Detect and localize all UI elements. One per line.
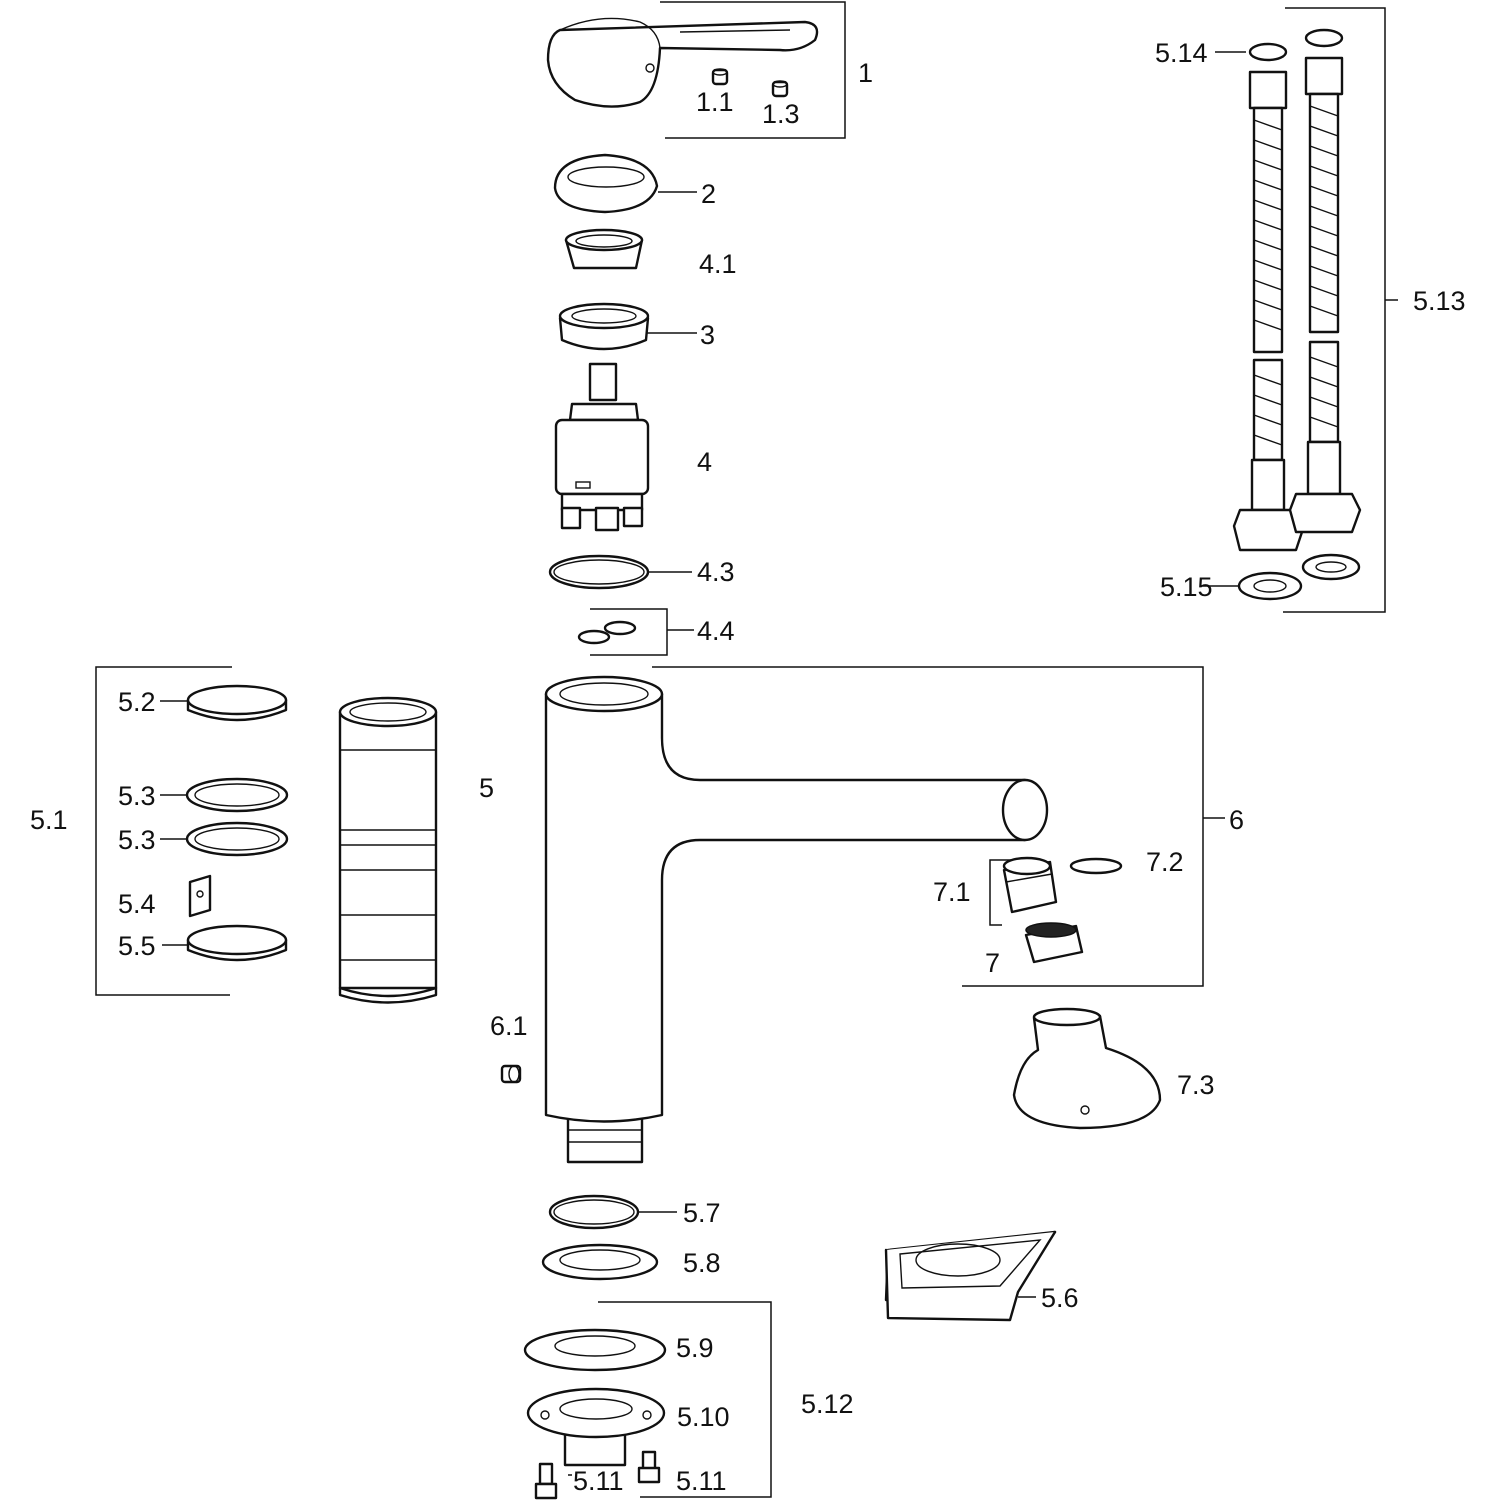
label-5: 5 — [479, 773, 494, 803]
label-5-11a: 5.11 — [573, 1466, 624, 1496]
washer-5-8 — [541, 1243, 659, 1281]
label-5-7: 5.7 — [683, 1198, 721, 1228]
label-5-5: 5.5 — [118, 931, 156, 961]
label-5-1: 5.1 — [30, 805, 68, 835]
nut-3 — [558, 302, 650, 351]
label-7-1: 7.1 — [933, 877, 971, 907]
hose-right — [1288, 28, 1362, 581]
aerator-7-1 — [1002, 856, 1058, 914]
bracket-7-1 — [989, 859, 1020, 926]
label-5-14: 5.14 — [1155, 38, 1208, 68]
label-5-8: 5.8 — [683, 1248, 721, 1278]
sleeve-5 — [338, 696, 438, 1004]
bracket-1 — [660, 1, 846, 139]
label-5-6: 5.6 — [1041, 1283, 1079, 1313]
label-7: 7 — [985, 948, 1000, 978]
label-5-11b: 5.11 — [676, 1466, 727, 1496]
clip-5-4 — [188, 874, 212, 918]
label-5-2: 5.2 — [118, 687, 156, 717]
label-5-3a: 5.3 — [118, 781, 156, 811]
o-ring-5-7 — [548, 1194, 640, 1230]
leader-lines — [160, 51, 1398, 1476]
label-1: 1 — [858, 58, 873, 88]
grub-screw-1-1 — [711, 68, 729, 86]
label-4-1: 4.1 — [699, 249, 737, 279]
cartridge-4 — [554, 362, 650, 532]
seal-7-2 — [1069, 857, 1123, 875]
label-4-3: 4.3 — [697, 557, 735, 587]
bracket-5-13 — [1283, 7, 1386, 613]
label-5-9: 5.9 — [676, 1333, 714, 1363]
spout-body-6 — [544, 675, 1049, 1164]
seals-4-4 — [577, 620, 637, 645]
label-6-1: 6.1 — [490, 1011, 528, 1041]
label-6: 6 — [1229, 805, 1244, 835]
cap-2 — [553, 153, 659, 214]
label-5-3b: 5.3 — [118, 825, 156, 855]
ring-5-3a — [185, 777, 289, 813]
grub-screw-6-1 — [500, 1064, 522, 1084]
plate-5-10 — [526, 1387, 666, 1467]
label-7-2: 7.2 — [1146, 847, 1184, 877]
label-7-3: 7.3 — [1177, 1070, 1215, 1100]
ring-4-1 — [564, 228, 644, 270]
label-1-1: 1.1 — [696, 87, 734, 117]
label-5-4: 5.4 — [118, 889, 156, 919]
group-brackets — [95, 1, 1386, 1498]
ring-5-5 — [186, 924, 288, 962]
bracket-6 — [652, 666, 1204, 987]
ring-5-3b — [185, 821, 289, 857]
hose-left — [1232, 42, 1306, 601]
label-5-12: 5.12 — [801, 1389, 854, 1419]
bracket-5-1 — [95, 666, 232, 996]
label-3: 3 — [700, 320, 715, 350]
ring-5-2 — [186, 684, 288, 722]
label-1-3: 1.3 — [762, 99, 800, 129]
label-2: 2 — [701, 179, 716, 209]
label-5-15: 5.15 — [1160, 572, 1213, 602]
o-ring-4-3 — [548, 554, 650, 590]
lever-handle — [546, 17, 819, 108]
label-4: 4 — [697, 447, 712, 477]
part-labels: 1 1.1 1.3 2 4.1 3 4 4.3 4.4 5.14 5.13 5.… — [30, 38, 1466, 1496]
label-5-13: 5.13 — [1413, 286, 1466, 316]
label-4-4: 4.4 — [697, 616, 735, 646]
grub-screw-1-3 — [771, 80, 789, 98]
mounting-bracket-5-6 — [884, 1230, 1057, 1322]
screw-5-11a — [534, 1462, 558, 1500]
label-5-10: 5.10 — [677, 1402, 730, 1432]
bracket-5-12 — [598, 1301, 772, 1498]
screw-5-11b — [637, 1450, 661, 1484]
key-7-3 — [1012, 1007, 1162, 1130]
washer-5-9 — [523, 1328, 667, 1372]
aerator-7 — [1024, 922, 1084, 964]
bracket-4-4 — [590, 608, 668, 656]
